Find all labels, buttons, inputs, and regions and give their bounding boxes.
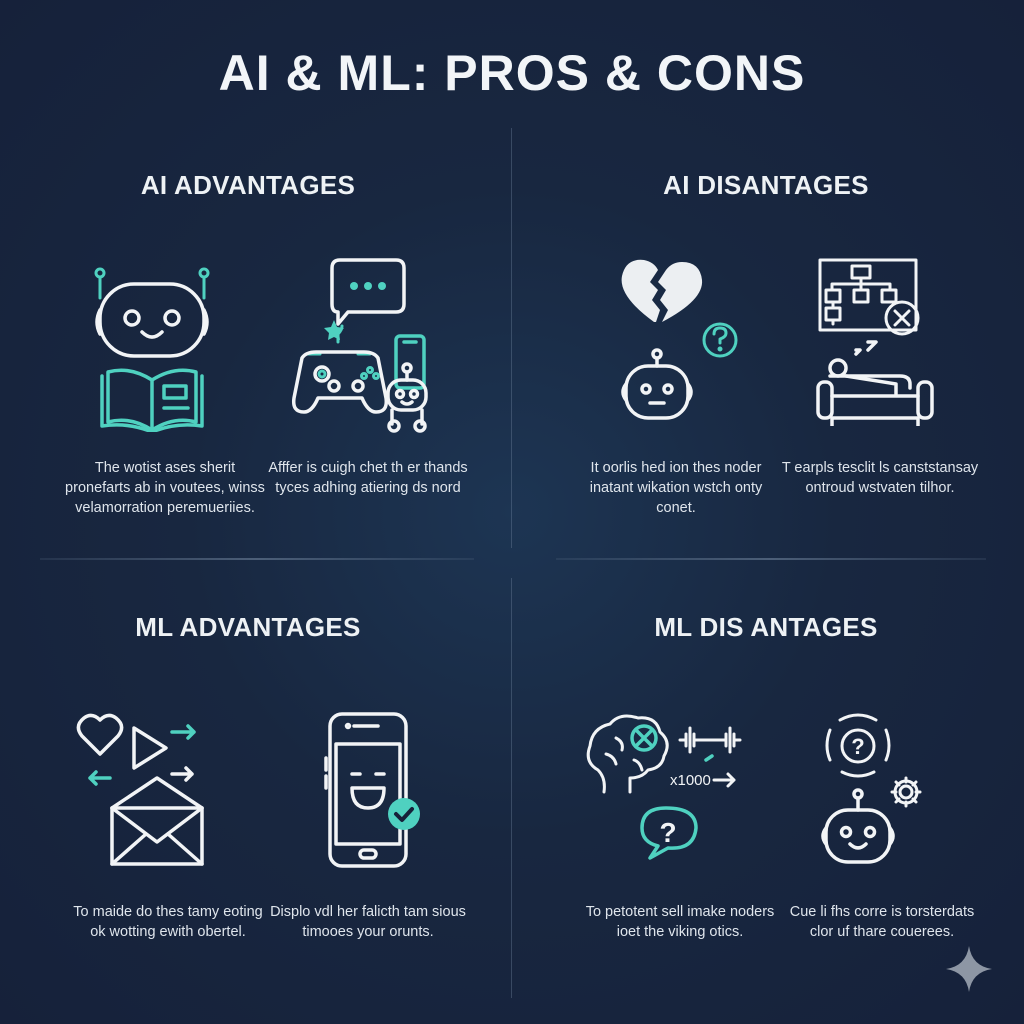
- description-text: The wotist ases sherit pronefarts ab in …: [65, 460, 265, 516]
- ml-disadvantages-section: ML DIS ANTAGES x1000 ? ? To petotent sel…: [512, 612, 1024, 1024]
- brain-dumbbell-question-icon: x1000 ?: [586, 714, 742, 860]
- multiplier-label: x1000: [670, 772, 711, 789]
- sparkle-icon: [946, 946, 992, 992]
- horizontal-divider-right: [556, 558, 986, 560]
- ai-advantages-section: AI ADVANTAGES The wotist ases sherit pro…: [0, 170, 512, 610]
- description-text: Afffer is cuigh chet th er thands tyces …: [268, 460, 468, 496]
- flowchart-error-sleeping-person-icon: [816, 258, 934, 426]
- svg-text:?: ?: [659, 817, 676, 848]
- description-text: To maide do thes tamy eoting ok wotting …: [73, 904, 263, 940]
- vertical-divider-top: [511, 128, 512, 548]
- page-title: AI & ML: PROS & CONS: [218, 45, 806, 101]
- horizontal-divider-left: [40, 558, 474, 560]
- robot-reading-book-icon: [94, 267, 210, 432]
- section-heading: AI ADVANTAGES: [140, 170, 356, 200]
- heart-play-arrows-envelope-icon: [76, 713, 204, 866]
- description-text: Cue li fhs corre is torsterdats clor uf …: [789, 904, 975, 940]
- section-heading: ML ADVANTAGES: [135, 612, 361, 642]
- section-heading: AI DISANTAGES: [663, 170, 869, 200]
- broken-heart-confused-robot-icon: [621, 259, 738, 420]
- chat-gamepad-robot-phone-icon: [291, 258, 428, 433]
- svg-text:?: ?: [851, 734, 864, 759]
- description-text: T earpls tesclit ls canststansay ontroud…: [781, 460, 979, 496]
- question-gear-robot-icon: ?: [821, 713, 922, 864]
- description-text: It oorlis hed ion thes noder inatant wik…: [589, 460, 763, 516]
- ml-advantages-section: ML ADVANTAGES To maide do thes tamy eoti…: [0, 612, 512, 1024]
- description-text: To petotent sell imake noders ioet the v…: [585, 904, 775, 940]
- section-heading: ML DIS ANTAGES: [654, 612, 878, 642]
- ai-disadvantages-section: AI DISANTAGES It oorlis hed ion thes nod…: [512, 170, 1024, 610]
- smiling-phone-check-icon: [324, 712, 420, 868]
- vertical-divider-bottom: [511, 578, 512, 998]
- description-text: Displo vdl her falicth tam sious timooes…: [270, 904, 466, 940]
